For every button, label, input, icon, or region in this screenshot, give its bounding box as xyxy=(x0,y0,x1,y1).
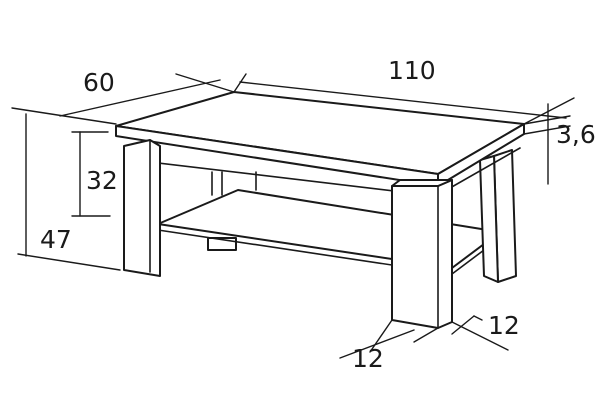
leg-width-side-label: 12 xyxy=(488,311,520,340)
front-left-leg xyxy=(123,139,161,277)
leg-width-front-dimension: 12 xyxy=(339,319,439,373)
length-dimension: 110 xyxy=(233,56,575,125)
shelf-height-label: 32 xyxy=(86,166,118,195)
top-thickness-label: 3,6 xyxy=(556,120,596,149)
shelf-height-dimension: 32 xyxy=(71,131,118,217)
depth-dimension: 60 xyxy=(11,68,235,125)
leg-width-side-dimension: 12 xyxy=(451,311,520,351)
top-thickness-dimension: 3,6 xyxy=(523,103,596,185)
depth-label: 60 xyxy=(83,68,115,97)
front-right-leg xyxy=(391,179,453,329)
length-label: 110 xyxy=(388,56,436,85)
leg-width-front-label: 12 xyxy=(352,344,384,373)
back-right-leg xyxy=(479,149,517,283)
total-height-label: 47 xyxy=(40,225,72,254)
total-height-dimension: 47 xyxy=(17,113,121,271)
